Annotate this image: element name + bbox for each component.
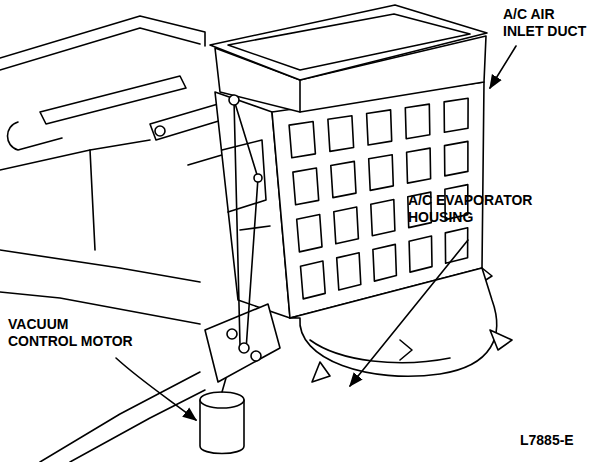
grille-opening bbox=[373, 244, 397, 281]
part-label: VACUUM CONTROL MOTOR bbox=[8, 316, 136, 350]
grille-opening bbox=[367, 110, 392, 145]
grille-opening bbox=[301, 261, 326, 299]
grille-opening bbox=[337, 253, 361, 290]
grille-opening bbox=[293, 168, 319, 205]
grille-opening bbox=[334, 207, 359, 244]
grille-opening bbox=[289, 122, 315, 158]
grille-opening bbox=[331, 161, 356, 197]
dash-structure bbox=[0, 16, 205, 462]
grille-opening bbox=[407, 148, 431, 183]
grille-opening bbox=[409, 236, 432, 272]
part-label: A/C EVAPORATOR HOUSING bbox=[408, 192, 534, 226]
vacuum-motor bbox=[200, 378, 244, 454]
grille-opening bbox=[445, 141, 468, 176]
blower-housing bbox=[290, 268, 512, 382]
grille-opening bbox=[369, 155, 394, 191]
grille-opening bbox=[444, 98, 468, 132]
linkage-rod bbox=[229, 95, 262, 353]
figure-code: L7885-E bbox=[520, 432, 574, 449]
mounting-bracket bbox=[205, 304, 280, 382]
grille-opening bbox=[405, 104, 430, 139]
part-label: A/C AIR INLET DUCT bbox=[503, 6, 595, 40]
leader-line bbox=[116, 46, 516, 420]
inlet-duct bbox=[210, 5, 487, 112]
grille-opening bbox=[297, 215, 322, 252]
grille-opening bbox=[371, 200, 395, 236]
grille-opening bbox=[328, 116, 354, 152]
